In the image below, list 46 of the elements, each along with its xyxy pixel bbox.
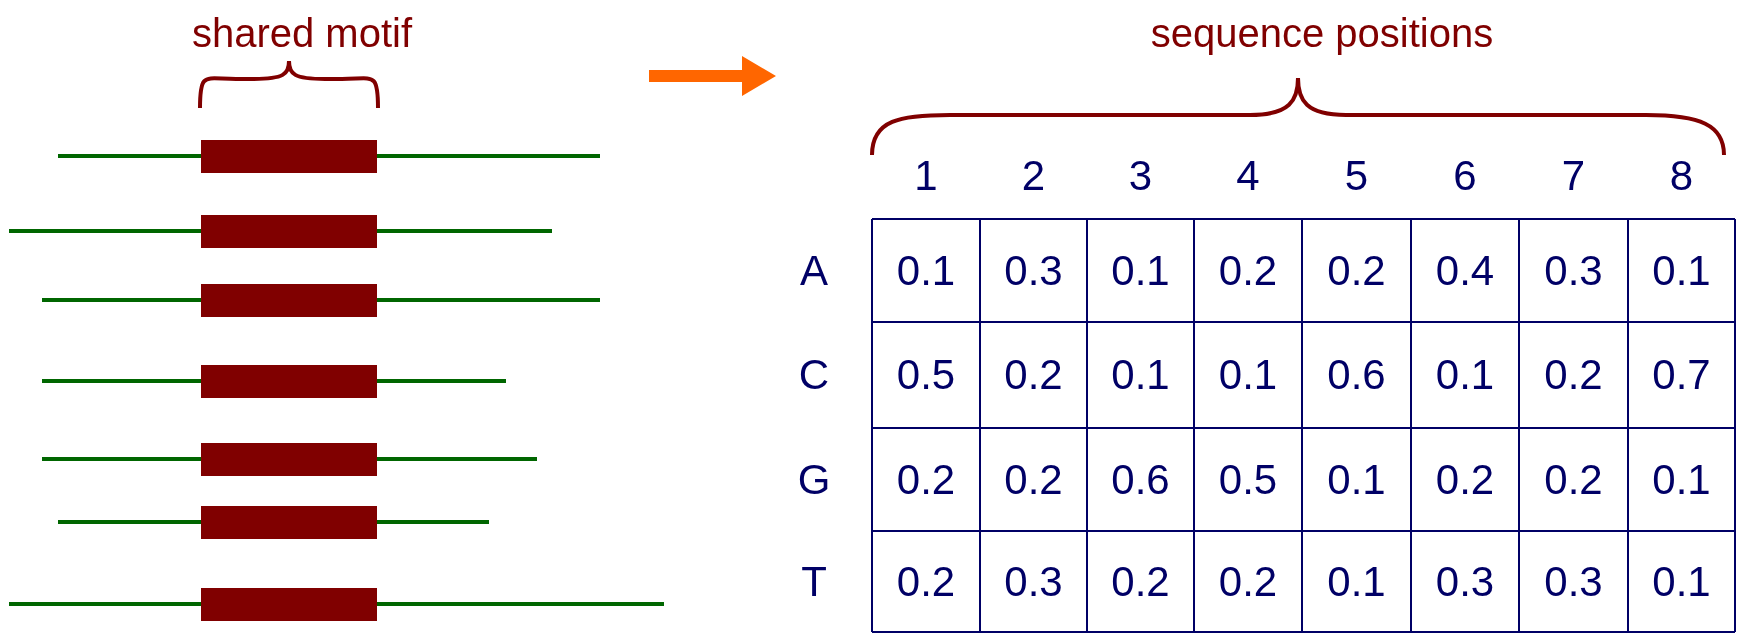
column-number: 6 bbox=[1453, 155, 1477, 197]
column-number: 8 bbox=[1669, 155, 1694, 197]
column-number: 2 bbox=[1021, 155, 1046, 197]
matrix-value: 0.2 bbox=[1435, 458, 1495, 501]
matrix-value: 0.3 bbox=[1544, 249, 1603, 292]
matrix-value: 0.1 bbox=[1327, 560, 1386, 603]
matrix-value: 0.2 bbox=[1004, 354, 1063, 396]
column-number: 5 bbox=[1344, 155, 1369, 197]
row-letter: T bbox=[801, 560, 827, 603]
matrix-value: 0.1 bbox=[1435, 354, 1495, 396]
matrix-value: 0.2 bbox=[1004, 458, 1063, 501]
matrix-value: 0.3 bbox=[1544, 560, 1603, 603]
matrix-value: 0.2 bbox=[1544, 458, 1603, 501]
matrix-value: 0.3 bbox=[1435, 560, 1495, 603]
matrix-value: 0.2 bbox=[1218, 249, 1278, 292]
heading-label: sequence positions bbox=[1150, 13, 1494, 53]
matrix-value: 0.6 bbox=[1327, 354, 1386, 396]
matrix-value: 0.2 bbox=[1327, 249, 1386, 292]
matrix-value: 0.5 bbox=[1218, 458, 1278, 501]
matrix-value: 0.1 bbox=[1218, 354, 1278, 396]
matrix-value: 0.3 bbox=[1004, 560, 1063, 603]
row-letter: C bbox=[798, 354, 830, 396]
matrix-value: 0.2 bbox=[1218, 560, 1278, 603]
matrix-value: 0.1 bbox=[1327, 458, 1386, 501]
matrix-value: 0.1 bbox=[1652, 560, 1711, 603]
matrix-value: 0.7 bbox=[1652, 354, 1711, 396]
row-letter: A bbox=[800, 249, 828, 292]
matrix-value: 0.2 bbox=[896, 560, 956, 603]
matrix-value: 0.1 bbox=[1111, 249, 1170, 292]
column-number: 3 bbox=[1128, 155, 1153, 197]
matrix-value: 0.2 bbox=[896, 458, 956, 501]
column-number: 4 bbox=[1236, 155, 1260, 197]
matrix-value: 0.5 bbox=[896, 354, 956, 396]
matrix-value: 0.4 bbox=[1435, 249, 1495, 292]
matrix-value: 0.3 bbox=[1004, 249, 1063, 292]
column-number: 1 bbox=[914, 155, 938, 197]
matrix-value: 0.1 bbox=[1652, 458, 1711, 501]
matrix-value: 0.2 bbox=[1544, 354, 1603, 396]
heading-label: shared motif bbox=[191, 13, 413, 53]
matrix-value: 0.1 bbox=[1652, 249, 1711, 292]
matrix-value: 0.1 bbox=[896, 249, 956, 292]
matrix-value: 0.6 bbox=[1111, 458, 1170, 501]
row-letter: G bbox=[797, 458, 831, 501]
column-number: 7 bbox=[1561, 155, 1586, 197]
matrix-value: 0.2 bbox=[1111, 560, 1170, 603]
matrix-value: 0.1 bbox=[1111, 354, 1170, 396]
